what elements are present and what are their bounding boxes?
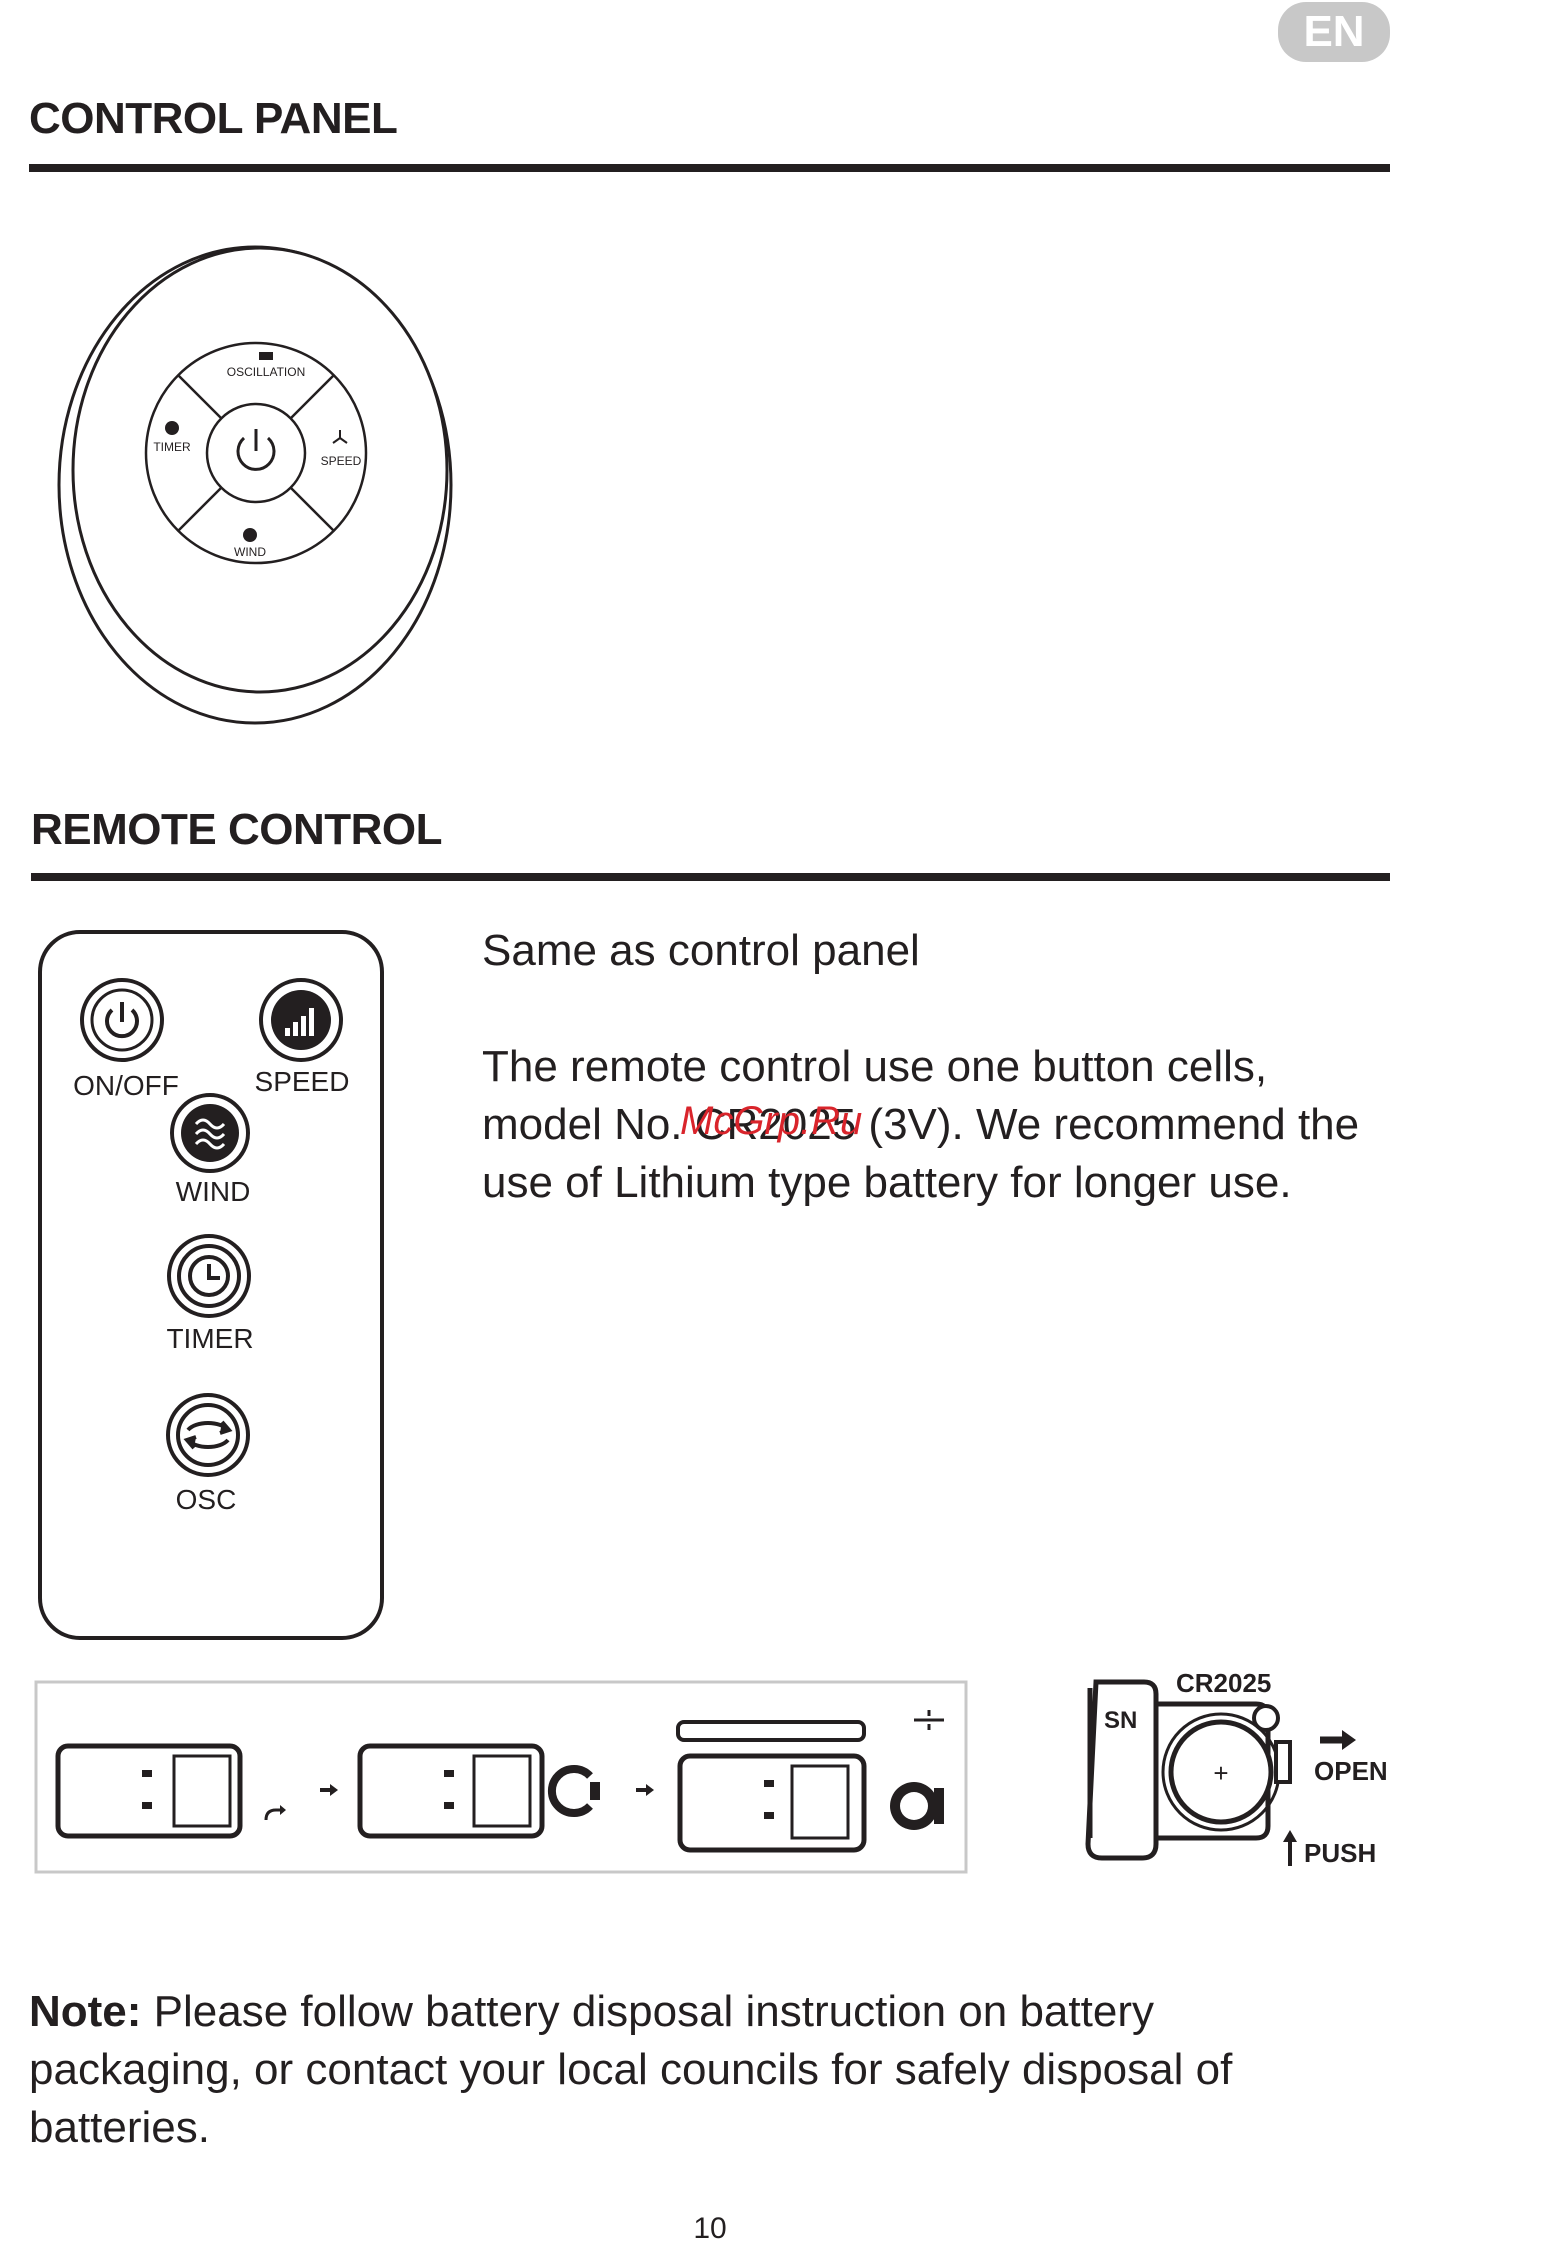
remote-wind-label: WIND: [176, 1176, 251, 1207]
battery-replacement-steps: [34, 1680, 968, 1874]
wind-label: WIND: [234, 545, 266, 559]
battery-text-line-3: use of Lithium type battery for longer u…: [482, 1158, 1292, 1207]
sn-label: SN: [1104, 1707, 1137, 1734]
note-label: Note:: [29, 1987, 142, 2036]
clock-icon: [188, 1255, 230, 1297]
same-as-panel-text: Same as control panel: [482, 926, 920, 975]
wind-waves-icon: [194, 1118, 226, 1150]
battery-cell: [1168, 1719, 1274, 1825]
speed-label: SPEED: [321, 454, 362, 468]
remote-control-rule: [31, 873, 1390, 881]
battery-compartment-detail: SN + CR2025 OPEN PUSH: [1085, 1668, 1388, 1868]
battery-holder-icon: [547, 1765, 593, 1817]
timer-icon: [165, 421, 179, 435]
remote-timer-label: TIMER: [166, 1323, 253, 1354]
remote-description: Same as control panel The remote control…: [482, 922, 1402, 1212]
arrow-icon: [264, 1808, 282, 1821]
remote-timer-button: [167, 1234, 251, 1318]
speed-bars-icon: [285, 1008, 314, 1036]
remote-osc-button: [166, 1393, 250, 1477]
remote-back-step-3: [677, 1753, 867, 1853]
open-label: OPEN: [1314, 1756, 1388, 1786]
remote-speed-label: SPEED: [255, 1066, 350, 1097]
remote-osc-label: OSC: [176, 1484, 237, 1515]
timer-label: TIMER: [153, 440, 191, 454]
remote-body: [38, 930, 384, 1640]
remote-back-step-1: [55, 1743, 243, 1839]
remote-onoff-label: ON/OFF: [73, 1070, 179, 1101]
battery-text-line-1: The remote control use one button cells,: [482, 1042, 1268, 1091]
battery-polarity-icon: [914, 1710, 944, 1730]
remote-wind-button: [170, 1093, 250, 1173]
battery-plus-label: +: [1213, 1758, 1228, 1788]
power-icon: [236, 429, 276, 471]
remote-control-title: REMOTE CONTROL: [31, 805, 442, 854]
note-line-1: Please follow battery disposal instructi…: [141, 1987, 1154, 2036]
note-line-3: batteries.: [29, 2103, 210, 2152]
push-label: PUSH: [1304, 1838, 1376, 1868]
control-panel-title: CONTROL PANEL: [29, 94, 398, 143]
battery-cover: [676, 1720, 866, 1742]
oscillation-label: OSCILLATION: [227, 365, 305, 379]
language-badge: EN: [1278, 2, 1390, 62]
latch: [1252, 1704, 1280, 1732]
remote-onoff-button: [80, 978, 164, 1062]
oscillation-icon: [259, 352, 273, 360]
battery-text-line-2: model No. CR2025 (3V). We recommend the: [482, 1100, 1360, 1149]
button-ring: [144, 341, 368, 565]
remote-speed-button: [259, 978, 343, 1062]
oscillation-arrows-icon: [183, 1420, 233, 1450]
control-panel-rule: [29, 164, 1390, 172]
power-button: [205, 402, 307, 504]
control-panel-illustration: OSCILLATION TIMER SPEED WIND: [57, 245, 453, 725]
note-paragraph: Note: Please follow battery disposal ins…: [29, 1983, 1409, 2157]
speed-icon: [332, 430, 348, 444]
compartment-body: [1085, 1679, 1159, 1861]
note-line-2: packaging, or contact your local council…: [29, 2045, 1233, 2094]
remote-back-step-2: [357, 1743, 545, 1839]
wind-icon: [243, 528, 257, 542]
watermark: McGrp.Ru: [680, 1099, 863, 1143]
power-icon: [105, 1002, 139, 1039]
battery-model-label: CR2025: [1176, 1668, 1271, 1698]
page-number: 10: [693, 2212, 727, 2245]
remote-control-illustration: ON/OFF SPEED WIND TIMER OSC: [38, 930, 384, 1640]
